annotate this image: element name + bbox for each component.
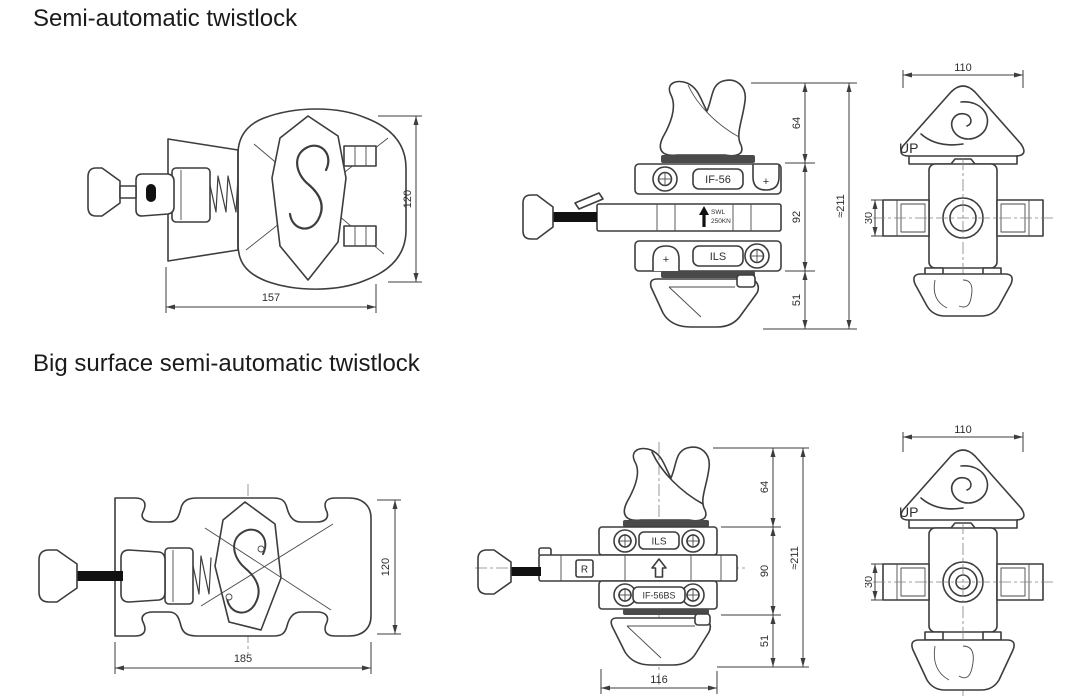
semi-front-view-drawing: IF-56 + SWL 250KN + ILS — [522, 79, 857, 330]
bottom-cone — [913, 267, 1013, 317]
pull-handle — [477, 549, 541, 595]
top-cone — [623, 446, 711, 527]
rod-housing — [135, 167, 211, 223]
plus-mark-top: + — [763, 176, 769, 188]
arm-width-dim: 30 — [865, 576, 875, 588]
handle-shaft — [77, 571, 123, 581]
dimension-stack: 64 92 51 ≈211 — [751, 82, 857, 330]
pull-handle — [87, 167, 137, 217]
model-label: IF-56 — [705, 174, 731, 186]
big-top-view-drawing: 110 UP 30 — [865, 424, 1053, 696]
up-arrow-outline — [651, 558, 667, 578]
dimension-height: 120 — [378, 115, 422, 283]
front-dim-width: 116 — [650, 674, 668, 686]
bottom-plate: IF-56BS — [598, 580, 718, 615]
release-label: R — [581, 565, 588, 576]
bottom-plate: + ILS — [634, 240, 782, 278]
rod-housing — [120, 547, 194, 605]
dimension-width: 110 — [902, 424, 1024, 452]
swl-text-line2: 250KN — [711, 218, 731, 225]
screw — [652, 166, 678, 192]
top-plate: ILS — [598, 526, 718, 556]
model-label: IF-56BS — [642, 591, 675, 601]
s-cam-cone — [214, 501, 282, 631]
brand-label: ILS — [710, 251, 727, 263]
corner-cutout — [752, 164, 780, 191]
plus-mark-bottom: + — [663, 254, 669, 266]
pull-handle — [522, 194, 597, 240]
s-cam-cone — [271, 115, 347, 281]
up-label: UP — [899, 140, 918, 156]
dimension-arm: 30 — [865, 199, 883, 237]
front-dim-top: 64 — [791, 117, 803, 129]
arm-width-dim: 30 — [865, 212, 875, 224]
bottom-cone — [911, 631, 1015, 691]
model-plate — [692, 168, 744, 190]
brand-label: ILS — [651, 537, 666, 548]
top-cone — [659, 79, 755, 163]
top-plate: IF-56 + — [634, 163, 782, 195]
lock-lugs — [343, 145, 377, 247]
section-title-semi: Semi-automatic twistlock — [33, 5, 298, 32]
dimension-width: 110 — [902, 62, 1024, 88]
corner-cutout — [652, 245, 680, 272]
front-dim-bottom: 51 — [791, 294, 803, 306]
dimension-length: 157 — [165, 267, 377, 313]
bottom-cone — [649, 274, 760, 328]
dimension-base-width: 116 — [600, 669, 718, 694]
big-front-view-drawing: ILS R — [475, 442, 809, 694]
big-side-view-drawing: 185 120 — [38, 484, 401, 674]
dimension-length: 185 — [114, 642, 372, 674]
front-dim-top: 64 — [759, 481, 771, 493]
head-cone: UP — [899, 449, 1025, 529]
brand-plate — [638, 531, 680, 550]
cross-bar: SWL 250KN — [574, 192, 782, 232]
swl-arrow — [699, 206, 709, 227]
brand-plate — [692, 245, 744, 267]
dimension-arm: 30 — [865, 563, 883, 601]
head-cone: UP — [899, 85, 1025, 165]
screw — [613, 529, 637, 553]
semi-side-view-drawing: 157 120 — [87, 108, 422, 313]
pull-handle — [38, 549, 123, 603]
front-dim-total: ≈211 — [835, 194, 847, 218]
release-box — [575, 559, 594, 578]
screw — [681, 529, 705, 553]
side-height-dim: 120 — [402, 190, 414, 208]
front-dim-bottom: 51 — [759, 635, 771, 647]
model-plate — [632, 586, 686, 604]
dimension-stack: 64 90 51 ≈211 — [713, 447, 809, 668]
front-dim-total: ≈211 — [789, 546, 801, 570]
semi-top-view-drawing: 110 UP 30 — [865, 62, 1053, 317]
side-length-dim: 157 — [262, 292, 280, 304]
up-label: UP — [899, 504, 918, 520]
top-width-dim: 110 — [954, 424, 972, 436]
handle-shaft — [511, 567, 541, 576]
dimension-height: 120 — [377, 499, 401, 635]
screw — [744, 243, 770, 269]
front-dim-mid: 90 — [759, 565, 771, 577]
section-title-big-surface: Big surface semi-automatic twistlock — [33, 350, 420, 377]
front-dim-mid: 92 — [791, 211, 803, 223]
bottom-cone — [610, 613, 712, 666]
side-height-dim: 120 — [380, 558, 392, 576]
spring — [207, 175, 239, 213]
side-length-dim: 185 — [234, 653, 252, 665]
swl-text-line1: SWL — [711, 209, 725, 216]
top-width-dim: 110 — [954, 62, 972, 74]
handle-shaft — [553, 212, 597, 222]
